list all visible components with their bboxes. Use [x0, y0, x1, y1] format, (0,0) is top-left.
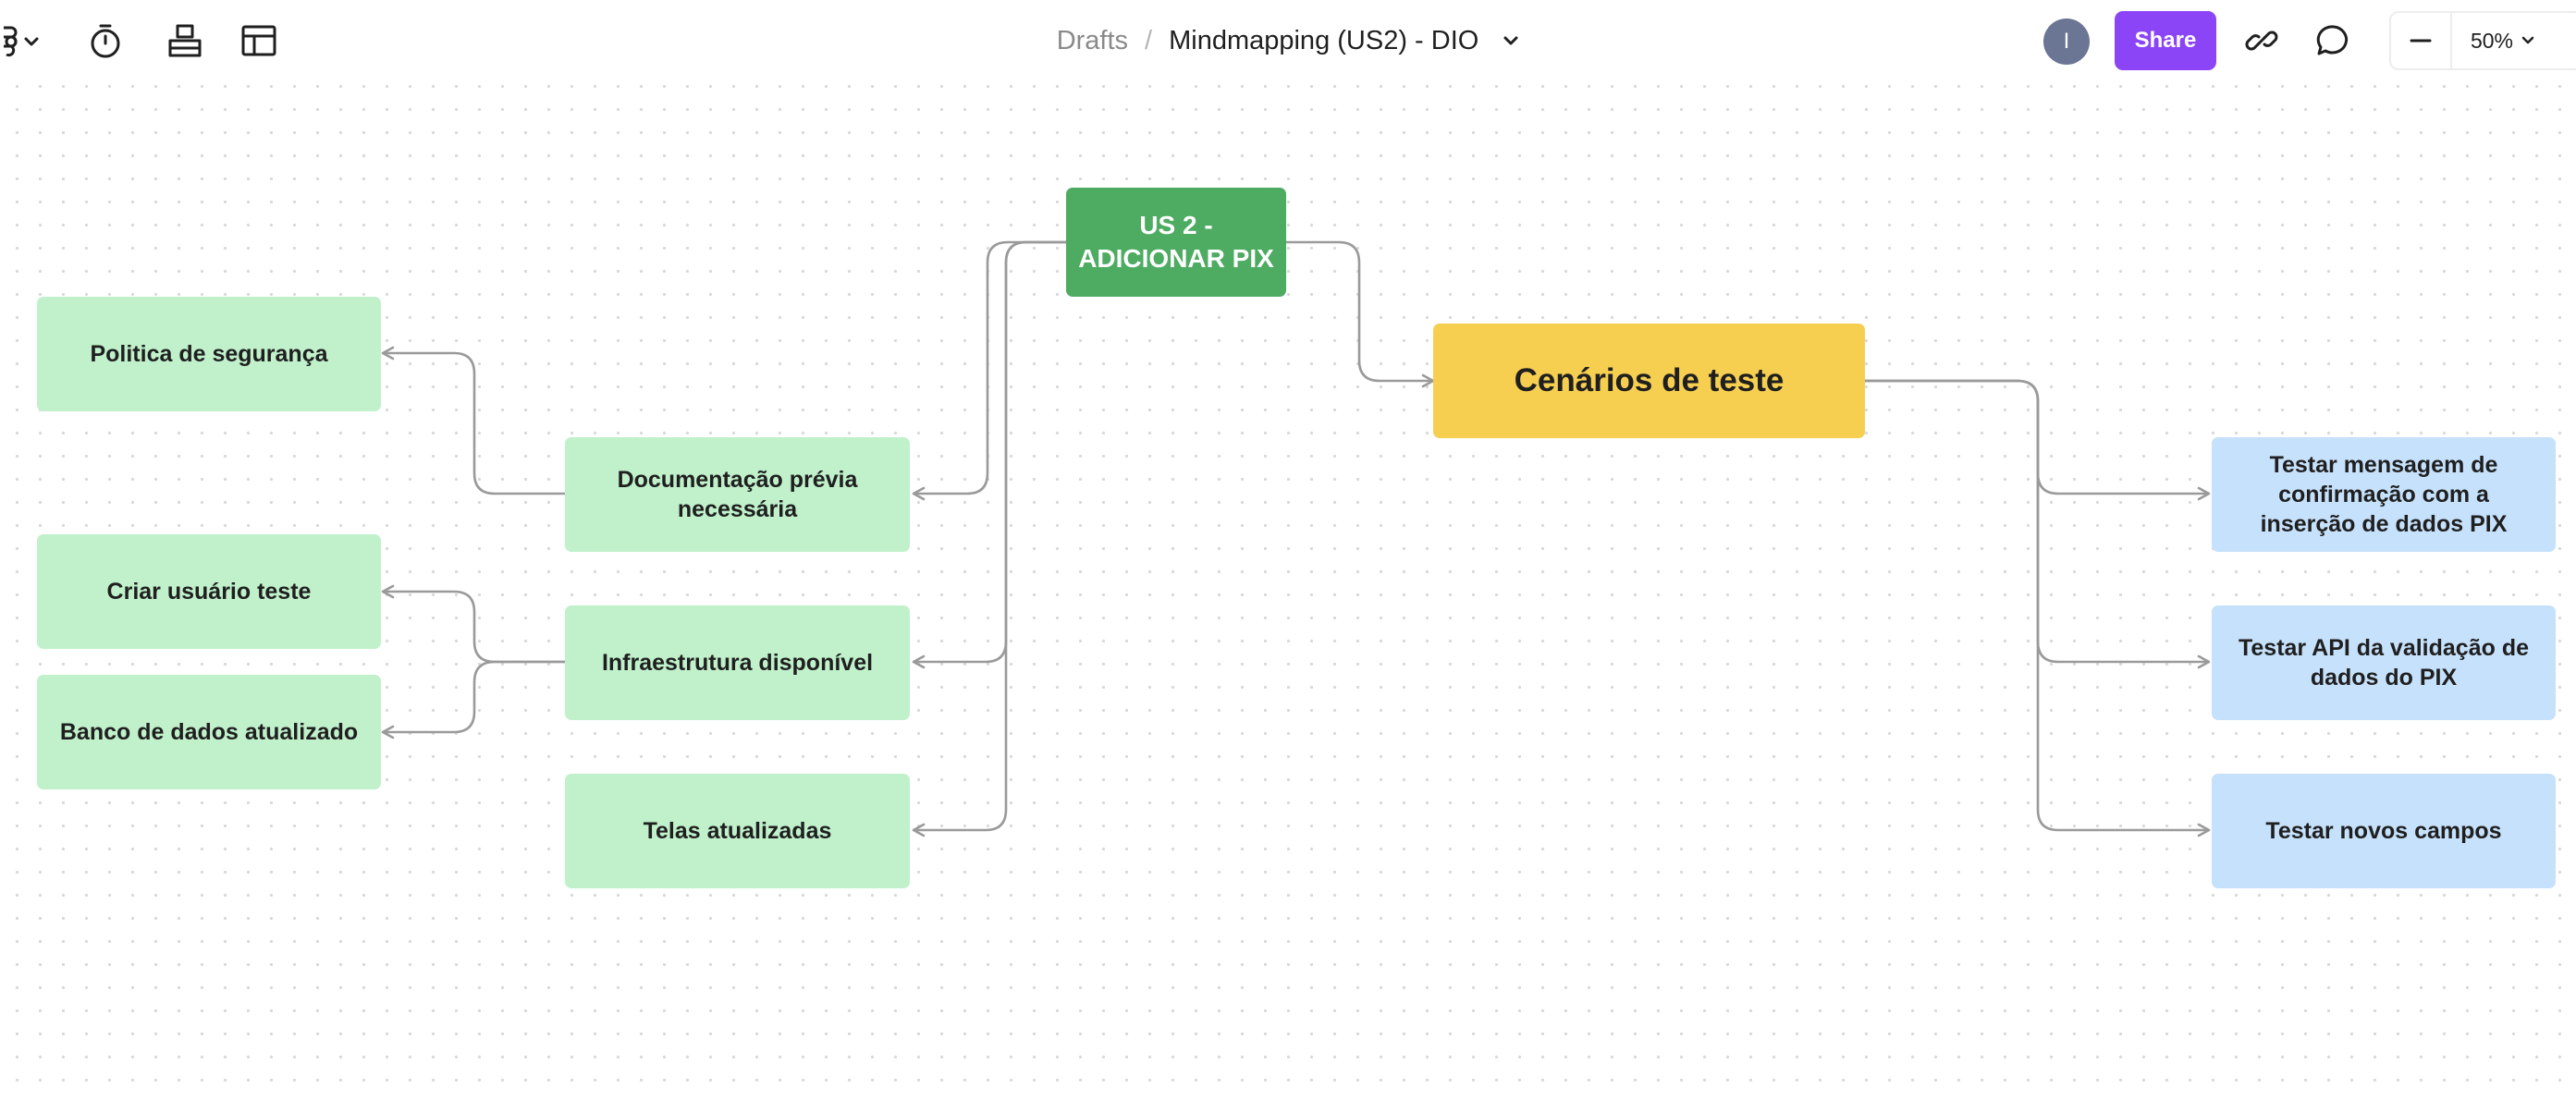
zoom-level: 50% [2470, 28, 2514, 53]
branch-node-telas[interactable]: Telas atualizadas [565, 774, 910, 888]
breadcrumb: Drafts / Mindmapping (US2) - DIO [0, 20, 2576, 61]
branch-node-infraestrutura[interactable]: Infraestrutura disponível [565, 605, 910, 720]
leaf-node-politica[interactable]: Politica de segurança [37, 297, 381, 411]
leaf-node-label: Criar usuário teste [106, 579, 312, 605]
center-node-label: Cenários de teste [1514, 362, 1785, 398]
connector-cenarios-campos [1865, 379, 2211, 837]
mindmap-root-node[interactable]: US 2 - ADICIONAR PIX [1066, 188, 1286, 297]
connector-infra-banco [381, 660, 565, 739]
layout-icon[interactable] [237, 18, 281, 63]
connector-root-cenarios [1286, 240, 1435, 388]
mindmap-center-node[interactable]: Cenários de teste [1433, 324, 1865, 438]
root-node-label: US 2 - ADICIONAR PIX [1078, 211, 1274, 273]
connector-root-documentacao [912, 240, 1066, 501]
figma-menu-icon[interactable] [0, 18, 48, 63]
share-button[interactable]: Share [2115, 11, 2216, 70]
link-icon[interactable] [2239, 18, 2284, 63]
zoom-level-dropdown[interactable]: 50% [2452, 13, 2554, 68]
branch-node-testar-mensagem[interactable]: Testar mensagem de confirmação com a ins… [2212, 437, 2556, 552]
connector-documentacao-politica [381, 346, 565, 495]
leaf-node-label: Banco de dados atualizado [59, 719, 359, 745]
top-toolbar: Drafts / Mindmapping (US2) - DIO I Share [0, 0, 2576, 81]
stamp-icon[interactable] [163, 18, 207, 63]
file-title[interactable]: Mindmapping (US2) - DIO [1169, 25, 1479, 55]
branch-node-testar-api[interactable]: Testar API da validação de dados do PIX [2212, 605, 2556, 720]
avatar[interactable]: I [2043, 18, 2090, 65]
branch-node-label: Infraestrutura disponível [601, 650, 874, 676]
zoom-out-button[interactable] [2391, 13, 2452, 68]
branch-node-testar-campos[interactable]: Testar novos campos [2212, 774, 2556, 888]
connector-root-telas [912, 240, 1066, 837]
leaf-node-criar-usuario[interactable]: Criar usuário teste [37, 534, 381, 649]
breadcrumb-separator: / [1145, 25, 1153, 55]
zoom-chevron-down-icon [2521, 36, 2534, 44]
leaf-node-banco-dados[interactable]: Banco de dados atualizado [37, 675, 381, 789]
branch-node-label: Documentação prévia necessária [617, 467, 858, 522]
timer-icon[interactable] [83, 18, 128, 63]
branch-node-label: Telas atualizadas [643, 818, 832, 844]
comment-icon[interactable] [2312, 18, 2356, 63]
branch-node-label: Testar novos campos [2265, 818, 2502, 844]
title-chevron-down-icon[interactable] [1503, 35, 1519, 46]
branch-node-documentacao[interactable]: Documentação prévia necessária [565, 437, 910, 552]
minus-icon [2410, 39, 2432, 43]
leaf-node-label: Politica de segurança [90, 341, 328, 367]
branch-node-label: Testar API da validação de dados do PIX [2238, 635, 2529, 691]
branch-node-label: Testar mensagem de confirmação com a ins… [2260, 452, 2508, 537]
connector-infra-criar [381, 584, 565, 664]
connector-root-infraestrutura [912, 240, 1066, 669]
breadcrumb-drafts[interactable]: Drafts [1056, 25, 1129, 55]
zoom-control: 50% [2389, 11, 2576, 70]
